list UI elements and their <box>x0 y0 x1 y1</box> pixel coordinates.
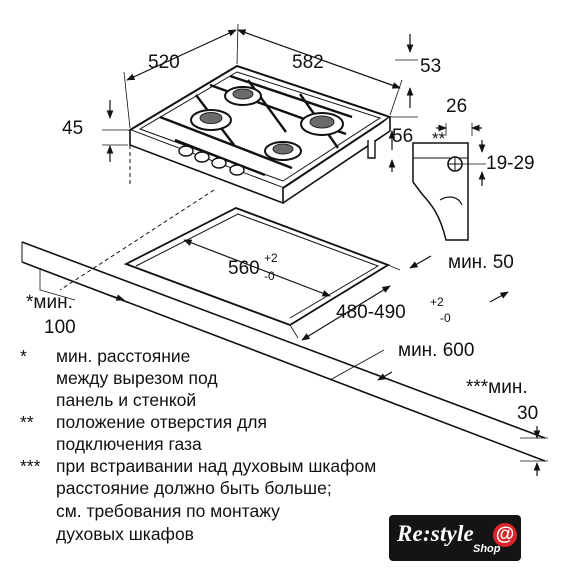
note-1-line-3: панель и стенкой <box>56 390 196 410</box>
burner-back-left <box>224 86 262 106</box>
dim-cutout-depth: 480-490 <box>336 302 406 323</box>
dimension-lines <box>39 23 548 476</box>
dim-wall-min-value: 100 <box>44 317 76 338</box>
dim-cutout-width: 560 <box>228 258 260 279</box>
dim-cutout-depth-plus: +2 <box>430 295 444 309</box>
note-3-line-2: расстояние должно быть больше; <box>56 478 332 498</box>
dim-cutout-width-minus: -0 <box>264 269 275 283</box>
dim-cutout-depth-minus: -0 <box>440 311 451 325</box>
note-1-marker: * <box>20 346 27 366</box>
burner-front-right <box>264 141 302 161</box>
dim-min-600: мин. 600 <box>398 340 474 361</box>
dim-cutout-width-plus: +2 <box>264 251 278 265</box>
dim-oven-min-label: ***мин. <box>466 377 528 398</box>
note-3-line-1: при встраивании над духовым шкафом <box>56 456 376 476</box>
dim-gas-26: 26 <box>446 96 467 117</box>
dim-hob-width: 520 <box>148 52 180 73</box>
dimension-labels: 520 582 53 45 56 26 ** 19-29 560 +2 -0 4… <box>26 52 538 424</box>
gas-profile-drawing <box>412 142 469 241</box>
dim-gas-range: 19-29 <box>486 153 535 174</box>
dim-oven-min-value: 30 <box>517 403 538 424</box>
note-3-marker: *** <box>20 456 41 476</box>
dim-wall-min-label: *мин. <box>26 292 73 313</box>
logo-subtext: Shop <box>473 543 501 555</box>
logo-wordmark: Re:style <box>397 521 474 546</box>
gas-marker: ** <box>432 129 446 148</box>
note-3-line-3: см. требования по монтажу <box>56 501 280 521</box>
control-knobs <box>178 145 245 176</box>
dim-53: 53 <box>420 56 441 77</box>
dim-56: 56 <box>392 126 413 147</box>
note-2-marker: ** <box>20 412 34 432</box>
hob-drawing <box>127 64 393 205</box>
burner-back-right <box>300 112 344 136</box>
projection-lines <box>59 145 215 291</box>
burner-front-left <box>190 109 232 131</box>
store-logo: Re:style Shop @ <box>389 515 521 561</box>
note-2-line-1: положение отверстия для <box>56 412 267 432</box>
note-2-line-2: подключения газа <box>56 434 202 454</box>
note-1-line-1: мин. расстояние <box>56 346 190 366</box>
dim-45: 45 <box>62 118 83 139</box>
dim-min-50: мин. 50 <box>448 252 514 273</box>
dim-hob-depth: 582 <box>292 52 324 73</box>
at-sign-icon: @ <box>493 523 517 547</box>
footnotes: * мин. расстояние между вырезом под пане… <box>20 346 376 544</box>
note-1-line-2: между вырезом под <box>56 368 218 388</box>
note-3-line-4: духовых шкафов <box>56 524 194 544</box>
